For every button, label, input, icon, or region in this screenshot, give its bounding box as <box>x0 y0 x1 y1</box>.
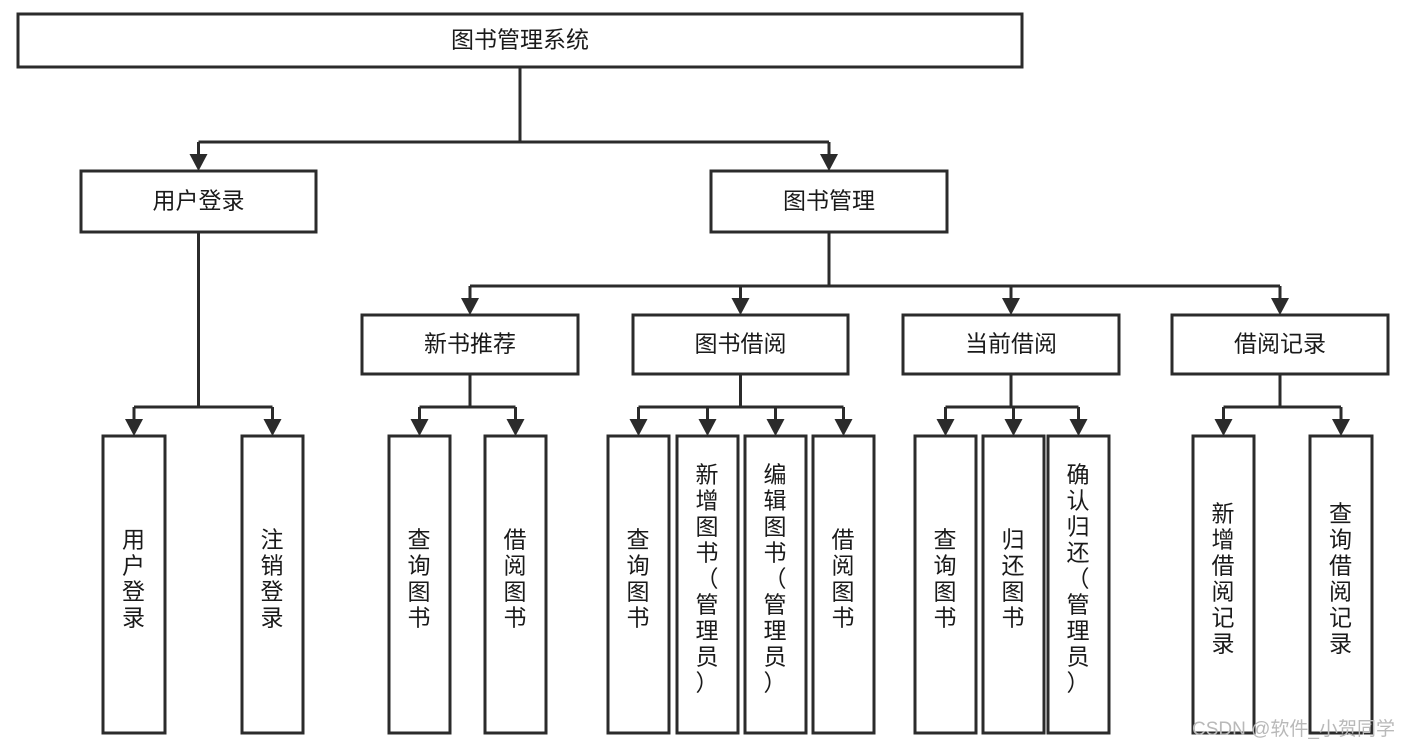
node-label-leaf-user-login: 用户登录 <box>122 527 146 631</box>
watermark-label: CSDN @软件_小贺同学 <box>1192 719 1395 740</box>
node-box-leaf-logout[interactable] <box>240 434 305 735</box>
node-label-leaf-logout: 注销登录 <box>261 527 285 631</box>
node-label-root: 图书管理系统 <box>451 27 589 53</box>
node-box-leaf-query-book-current[interactable] <box>913 434 978 735</box>
node-label-book-management: 图书管理 <box>783 188 875 214</box>
node-box-leaf-query-book-borrow[interactable] <box>606 434 671 735</box>
node-label-new-book-recommend: 新书推荐 <box>424 331 516 357</box>
node-leaf-confirm-return-admin[interactable]: 确认归还（管理员） <box>1046 434 1111 735</box>
node-current-borrow[interactable]: 当前借阅 <box>901 313 1121 376</box>
node-box-borrow-record[interactable] <box>1170 313 1390 376</box>
node-label-borrow-record: 借阅记录 <box>1234 331 1326 357</box>
node-leaf-borrow-book[interactable]: 借阅图书 <box>811 434 876 735</box>
node-box-user-login[interactable] <box>79 169 318 234</box>
node-box-new-book-recommend[interactable] <box>360 313 580 376</box>
node-leaf-query-borrow-record[interactable]: 查询借阅记录 <box>1308 434 1374 735</box>
node-leaf-edit-book-admin[interactable]: 编辑图书（管理员） <box>743 434 808 735</box>
node-box-leaf-confirm-return-admin[interactable] <box>1046 434 1111 735</box>
node-new-book-recommend[interactable]: 新书推荐 <box>360 313 580 376</box>
node-leaf-borrow-book-recommend[interactable]: 借阅图书 <box>483 434 548 735</box>
node-box-book-borrow[interactable] <box>631 313 850 376</box>
node-label-book-borrow: 图书借阅 <box>695 331 787 357</box>
node-label-leaf-query-book-recommend: 查询图书 <box>408 527 432 631</box>
node-box-leaf-borrow-book-recommend[interactable] <box>483 434 548 735</box>
node-label-current-borrow: 当前借阅 <box>965 331 1057 357</box>
node-leaf-logout[interactable]: 注销登录 <box>240 434 305 735</box>
node-book-management[interactable]: 图书管理 <box>709 169 949 234</box>
node-leaf-return-book[interactable]: 归还图书 <box>981 434 1046 735</box>
node-label-leaf-query-borrow-record: 查询借阅记录 <box>1329 501 1353 657</box>
node-leaf-query-book-current[interactable]: 查询图书 <box>913 434 978 735</box>
node-layer: 图书管理系统用户登录图书管理新书推荐图书借阅当前借阅借阅记录用户登录注销登录查询… <box>16 12 1390 735</box>
node-label-leaf-edit-book-admin: 编辑图书（管理员） <box>764 462 788 696</box>
node-label-leaf-confirm-return-admin: 确认归还（管理员） <box>1067 462 1091 696</box>
node-box-current-borrow[interactable] <box>901 313 1121 376</box>
node-box-leaf-add-borrow-record[interactable] <box>1191 434 1256 735</box>
node-leaf-add-book-admin[interactable]: 新增图书（管理员） <box>675 434 740 735</box>
node-leaf-user-login[interactable]: 用户登录 <box>101 434 167 735</box>
node-box-leaf-add-book-admin[interactable] <box>675 434 740 735</box>
node-box-leaf-query-borrow-record[interactable] <box>1308 434 1374 735</box>
node-root[interactable]: 图书管理系统 <box>16 12 1024 69</box>
node-label-leaf-query-book-current: 查询图书 <box>934 527 958 631</box>
node-box-root[interactable] <box>16 12 1024 69</box>
node-box-leaf-query-book-recommend[interactable] <box>387 434 452 735</box>
node-box-leaf-edit-book-admin[interactable] <box>743 434 808 735</box>
connector-layer <box>125 67 1350 436</box>
node-leaf-query-book-recommend[interactable]: 查询图书 <box>387 434 452 735</box>
node-label-user-login: 用户登录 <box>153 188 245 214</box>
node-box-book-management[interactable] <box>709 169 949 234</box>
node-label-leaf-add-book-admin: 新增图书（管理员） <box>696 462 720 696</box>
node-label-leaf-borrow-book: 借阅图书 <box>832 527 856 631</box>
node-label-leaf-add-borrow-record: 新增借阅记录 <box>1212 501 1236 657</box>
node-box-leaf-user-login[interactable] <box>101 434 167 735</box>
node-label-leaf-query-book-borrow: 查询图书 <box>627 527 651 631</box>
node-leaf-query-book-borrow[interactable]: 查询图书 <box>606 434 671 735</box>
node-book-borrow[interactable]: 图书借阅 <box>631 313 850 376</box>
node-label-leaf-return-book: 归还图书 <box>1002 527 1026 631</box>
node-borrow-record[interactable]: 借阅记录 <box>1170 313 1390 376</box>
node-box-leaf-return-book[interactable] <box>981 434 1046 735</box>
node-box-leaf-borrow-book[interactable] <box>811 434 876 735</box>
node-user-login[interactable]: 用户登录 <box>79 169 318 234</box>
node-leaf-add-borrow-record[interactable]: 新增借阅记录 <box>1191 434 1256 735</box>
node-label-leaf-borrow-book-recommend: 借阅图书 <box>504 527 528 631</box>
